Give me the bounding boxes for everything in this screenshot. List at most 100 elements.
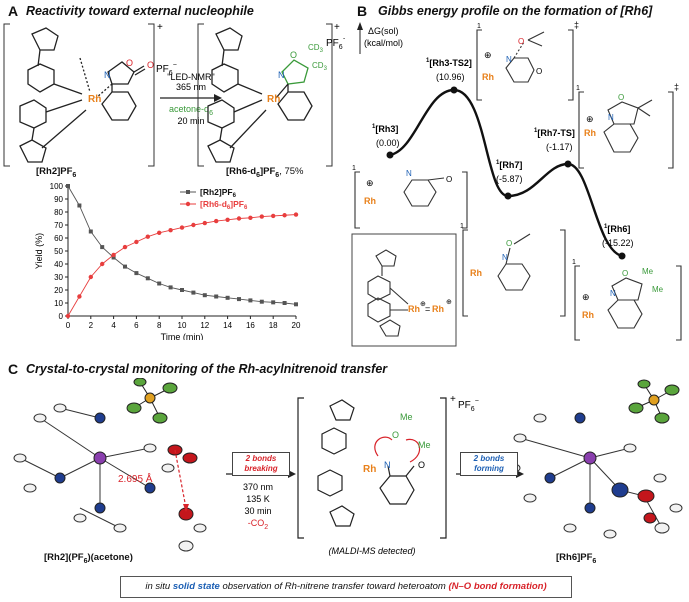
- rh-definition-box: [351, 233, 457, 347]
- struct-rh7: [462, 229, 566, 317]
- cond-c-4: -CO2: [248, 518, 269, 531]
- cond-c-1: 370 nm: [243, 482, 273, 492]
- data-point: [157, 230, 162, 235]
- int-o2: O: [418, 460, 425, 470]
- y-tick-label: 90: [54, 195, 63, 204]
- x-tick-label: 0: [66, 321, 71, 330]
- struct-rh6: [574, 265, 682, 341]
- y-tick-label: 60: [54, 234, 63, 243]
- svg-text:1: 1: [572, 259, 576, 266]
- point-rh7: [504, 192, 512, 200]
- data-point: [180, 288, 184, 292]
- rh3-rh: Rh: [364, 196, 376, 206]
- rh3-n: N: [406, 169, 412, 178]
- ts2-o2: O: [536, 67, 542, 76]
- panel-a-title: Reactivity toward external nucleophile: [26, 4, 254, 18]
- data-point: [100, 245, 105, 250]
- legend-label-0: [Rh2]PF6: [200, 187, 237, 199]
- data-point: [282, 213, 287, 218]
- left-crystal-label: [Rh2](PF6)(acetone): [44, 552, 133, 565]
- ts2-spin: 1: [477, 23, 481, 30]
- data-point: [134, 239, 139, 245]
- data-point: [214, 218, 219, 224]
- product-rh-atom: Rh: [267, 94, 280, 105]
- box-eq: =: [425, 304, 430, 314]
- product-cd3-2: CD3: [312, 61, 328, 72]
- svg-text:1: 1: [352, 165, 356, 172]
- x-tick-label: 10: [178, 321, 187, 330]
- pf6-left: [126, 378, 178, 424]
- reactant-o-atom: O: [126, 58, 133, 68]
- data-point: [293, 212, 299, 217]
- rh6-me2: Me: [652, 285, 664, 294]
- box-plus: ⊕: [420, 301, 426, 308]
- x-tick-label: 8: [157, 321, 162, 330]
- rh7ts-n: N: [608, 113, 614, 122]
- int-counterion: PF6−: [458, 398, 479, 413]
- rh7-n: N: [502, 253, 508, 262]
- data-point: [88, 229, 93, 234]
- panel-a-scheme: Rh N O O + PF6− 365 nm "LED-NMR" acetone…: [3, 22, 345, 167]
- rh7ts-plus: ⊕: [586, 114, 594, 124]
- data-point: [259, 214, 264, 219]
- data-point: [236, 216, 242, 221]
- y-tick-label: 80: [54, 208, 63, 217]
- point-rh3-ts2: [450, 86, 458, 94]
- box-plus2: ⊕: [446, 299, 452, 306]
- state-rh6: 1[Rh6]: [604, 224, 630, 234]
- data-point: [282, 301, 287, 305]
- int-me2: Me: [418, 440, 431, 450]
- rh7-rh: Rh: [470, 268, 482, 278]
- rh7-o: O: [506, 239, 512, 248]
- legend-label-1: [Rh6-d6]PF6: [200, 199, 248, 211]
- rh7ts-o: O: [618, 93, 624, 102]
- data-point: [145, 234, 150, 239]
- pf6-right: [628, 379, 680, 424]
- legend-marker-0: [186, 190, 190, 194]
- data-point: [145, 276, 150, 281]
- maldi-note: (MALDI-MS detected): [328, 546, 415, 556]
- rh3-o: O: [446, 175, 452, 184]
- data-point: [259, 299, 264, 304]
- data-point: [66, 184, 70, 188]
- data-point: [294, 302, 298, 307]
- energy-rh7-ts: (-1.17): [546, 142, 573, 152]
- ortep-left: [13, 403, 207, 552]
- state-rh7: 1[Rh7]: [496, 160, 522, 170]
- data-point: [271, 300, 276, 305]
- data-point: [237, 297, 241, 302]
- rh3-plus: ⊕: [366, 178, 374, 188]
- int-charge: +: [450, 394, 456, 405]
- data-point: [191, 290, 196, 295]
- data-point: [111, 252, 116, 258]
- product-o-atom: O: [290, 50, 297, 60]
- cond-a-1: 365 nm: [176, 82, 206, 92]
- reactant-rh-atom: Rh: [88, 94, 101, 105]
- int-o: O: [392, 430, 399, 440]
- rh7ts-mark: ‡: [674, 82, 679, 92]
- energy-rh3-ts2: (10.96): [436, 72, 465, 82]
- rh6-o: O: [622, 269, 628, 278]
- data-point: [248, 215, 253, 221]
- ts2-o: O: [518, 37, 524, 46]
- state-rh3-ts2: 1[Rh3-TS2]: [426, 58, 472, 68]
- box-rh: Rh: [408, 304, 420, 314]
- axis-label-2: (kcal/mol): [364, 38, 403, 48]
- data-point: [88, 274, 93, 280]
- reactant-n-atom: N: [104, 70, 111, 80]
- y-tick-label: 70: [54, 221, 63, 230]
- panel-c-title: Crystal-to-crystal monitoring of the Rh-…: [26, 362, 388, 376]
- cond-a-4: 20 min: [177, 116, 204, 126]
- ts2-mark: ‡: [574, 20, 579, 30]
- cond-a-0: "LED-NMR": [167, 72, 214, 82]
- rh6-rh: Rh: [582, 310, 594, 320]
- state-rh3: 1[Rh3]: [372, 124, 398, 134]
- x-tick-label: 6: [134, 321, 139, 330]
- struct-rh7ts: [578, 91, 674, 169]
- data-point: [77, 203, 82, 208]
- int-me1: Me: [400, 412, 413, 422]
- axis-label-1: ΔG(sol): [368, 26, 399, 36]
- rh6-me1: Me: [642, 267, 654, 276]
